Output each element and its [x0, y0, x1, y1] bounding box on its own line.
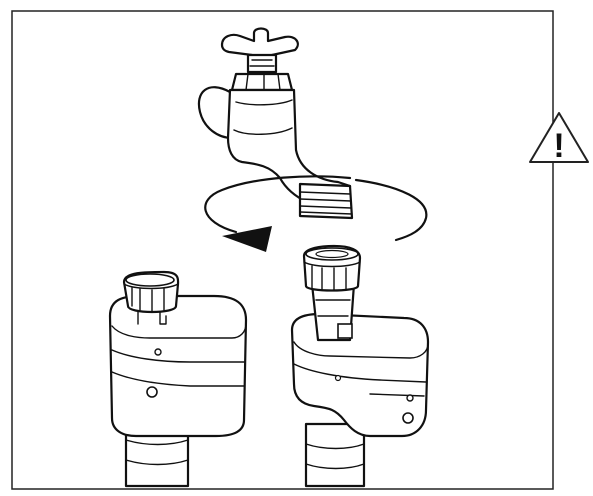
- rotation-arrow-head: [222, 226, 272, 252]
- inlet-hose-right: [290, 244, 430, 488]
- tap-hex-nut: [230, 72, 294, 92]
- warning-glyph: !: [553, 127, 564, 165]
- hose-right-screw-top: [406, 394, 414, 402]
- hose-right-screw: [402, 412, 414, 424]
- hose-left-housing: [108, 294, 248, 438]
- inlet-hose-left: [108, 270, 248, 488]
- hose-right-pipe: [304, 422, 366, 488]
- warning-triangle-icon: !: [529, 112, 589, 165]
- tap-handle: [220, 27, 299, 62]
- rotation-arrow: [204, 175, 428, 252]
- hose-left-screw: [146, 386, 158, 398]
- water-tap: [197, 27, 354, 220]
- hose-left-screw-top: [154, 348, 162, 356]
- hose-right-housing: [290, 312, 430, 438]
- hose-right-clip: [337, 323, 353, 339]
- tap-wall-mount: [197, 86, 234, 140]
- tap-handle-stem: [246, 53, 278, 74]
